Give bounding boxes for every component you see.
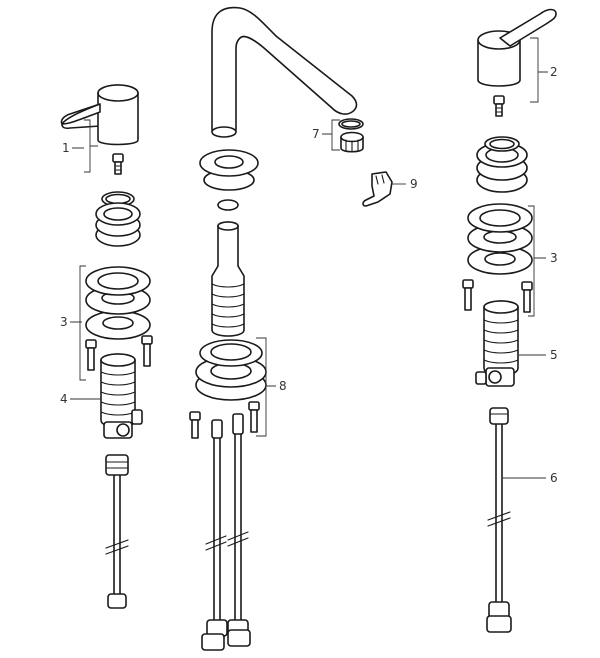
callout-9: 9 (410, 177, 418, 191)
left-cartridge-rings (95, 191, 141, 247)
left-valve-body (100, 353, 143, 439)
callout-labels: 1 2 3 3 4 5 6 7 8 9 (60, 65, 558, 485)
left-supply-hose (105, 454, 129, 609)
spout-shank (211, 221, 245, 337)
right-escutcheon-stack (467, 203, 533, 275)
right-handle-assembly (477, 8, 557, 117)
callout-leaders (70, 37, 548, 479)
left-handle-assembly (60, 84, 139, 175)
right-mounting-bolts (462, 279, 533, 313)
callout-6: 6 (550, 471, 558, 485)
spout-supply-hoses (201, 413, 251, 651)
left-mounting-bolts (85, 335, 153, 371)
callout-2: 2 (550, 65, 558, 79)
spout-mounting-bolts (189, 401, 260, 439)
callout-5: 5 (550, 348, 558, 362)
callout-3-left: 3 (60, 315, 68, 329)
spout-base-rings (199, 149, 259, 211)
callout-3-right: 3 (550, 251, 558, 265)
aerator-key-tool (362, 171, 393, 207)
callout-7: 7 (312, 127, 320, 141)
spout (211, 6, 358, 138)
right-valve-body (475, 300, 519, 387)
callout-4: 4 (60, 392, 68, 406)
callout-8: 8 (279, 379, 287, 393)
right-cartridge-rings (476, 136, 528, 193)
spout-mounting-stack (195, 339, 267, 401)
callout-1: 1 (62, 141, 70, 155)
right-supply-hose (486, 407, 512, 633)
aerator-assembly (338, 118, 364, 153)
left-escutcheon-stack (85, 266, 151, 340)
